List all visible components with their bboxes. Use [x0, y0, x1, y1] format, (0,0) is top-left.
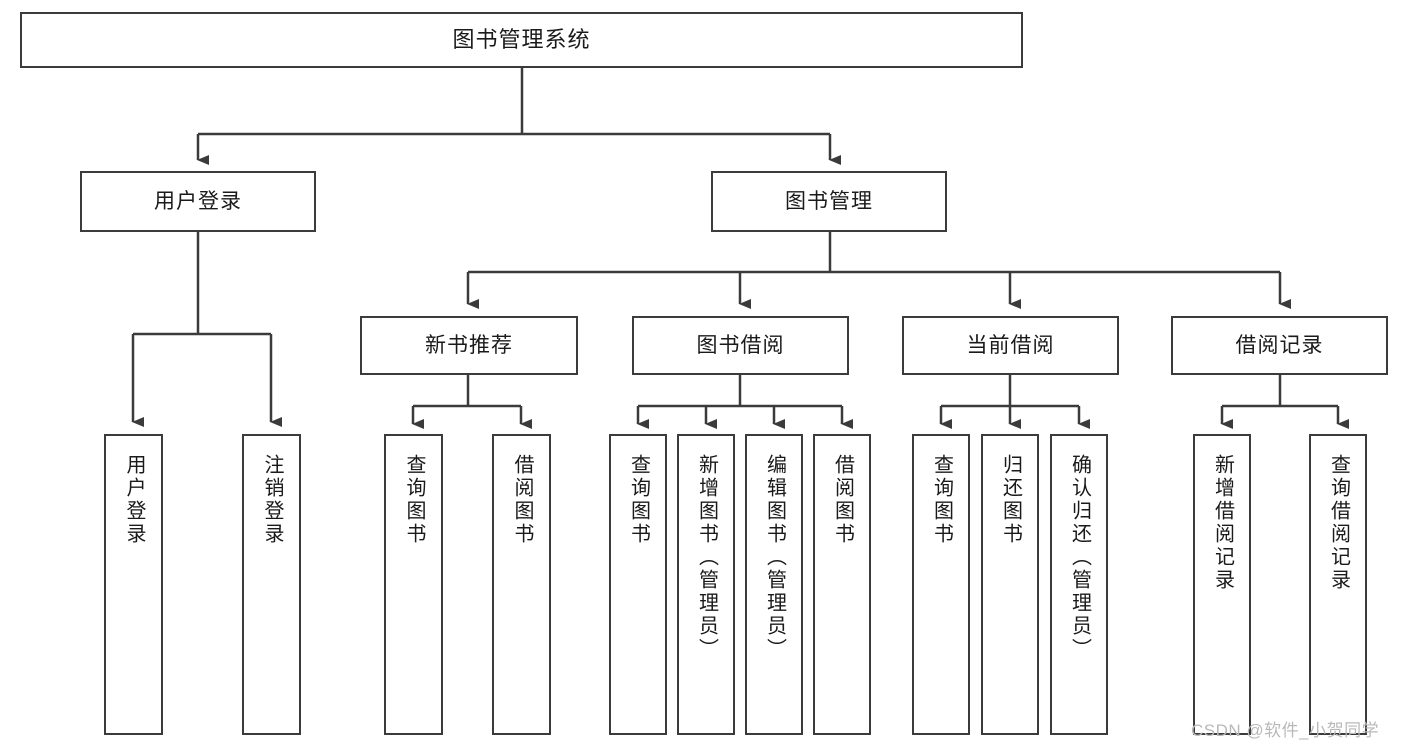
node-root-label: 图书管理系统	[452, 26, 591, 52]
node-leaf-logout[interactable]: 注销登录	[242, 434, 301, 735]
node-borrow-record-label: 借阅记录	[1235, 333, 1324, 357]
node-leaf-query-book-2[interactable]: 查询图书	[609, 434, 667, 735]
node-book-management-label: 图书管理	[785, 189, 873, 213]
node-leaf-add-record[interactable]: 新增借阅记录	[1193, 434, 1251, 735]
node-leaf-return-book-label: 归还图书	[999, 454, 1022, 546]
node-current-borrow-label: 当前借阅	[966, 333, 1055, 357]
node-user-login[interactable]: 用户登录	[80, 171, 316, 232]
node-new-book-recommend-label: 新书推荐	[425, 333, 513, 357]
node-book-borrow[interactable]: 图书借阅	[632, 316, 849, 375]
node-leaf-borrow-book-1-label: 借阅图书	[511, 454, 533, 546]
node-borrow-record[interactable]: 借阅记录	[1171, 316, 1388, 375]
node-leaf-query-record-label: 查询借阅记录	[1327, 454, 1350, 592]
node-leaf-query-book-3[interactable]: 查询图书	[912, 434, 970, 735]
node-leaf-user-login-label: 用户登录	[123, 454, 145, 546]
node-leaf-query-book-2-label: 查询图书	[627, 454, 650, 546]
node-leaf-edit-book-label: 编辑图书（管理员）	[763, 454, 786, 661]
node-current-borrow[interactable]: 当前借阅	[902, 316, 1119, 375]
node-leaf-query-record[interactable]: 查询借阅记录	[1309, 434, 1367, 735]
node-user-login-label: 用户登录	[154, 189, 242, 213]
node-leaf-borrow-book-1[interactable]: 借阅图书	[492, 434, 551, 735]
node-leaf-confirm-return-label: 确认归还（管理员）	[1068, 454, 1091, 661]
node-leaf-add-book[interactable]: 新增图书（管理员）	[677, 434, 735, 735]
node-leaf-return-book[interactable]: 归还图书	[981, 434, 1039, 735]
node-leaf-query-book-3-label: 查询图书	[930, 454, 953, 546]
node-leaf-borrow-book-2-label: 借阅图书	[831, 454, 854, 546]
node-leaf-query-book-1-label: 查询图书	[403, 454, 425, 546]
node-leaf-edit-book[interactable]: 编辑图书（管理员）	[745, 434, 803, 735]
node-leaf-confirm-return[interactable]: 确认归还（管理员）	[1050, 434, 1108, 735]
node-leaf-user-login[interactable]: 用户登录	[104, 434, 163, 735]
node-leaf-logout-label: 注销登录	[261, 454, 283, 546]
node-new-book-recommend[interactable]: 新书推荐	[360, 316, 578, 375]
node-root[interactable]: 图书管理系统	[20, 12, 1023, 68]
node-book-management[interactable]: 图书管理	[711, 171, 947, 232]
node-leaf-add-book-label: 新增图书（管理员）	[695, 454, 718, 661]
node-book-borrow-label: 图书借阅	[696, 333, 785, 357]
node-leaf-query-book-1[interactable]: 查询图书	[384, 434, 443, 735]
node-leaf-borrow-book-2[interactable]: 借阅图书	[813, 434, 871, 735]
node-leaf-add-record-label: 新增借阅记录	[1211, 454, 1234, 592]
